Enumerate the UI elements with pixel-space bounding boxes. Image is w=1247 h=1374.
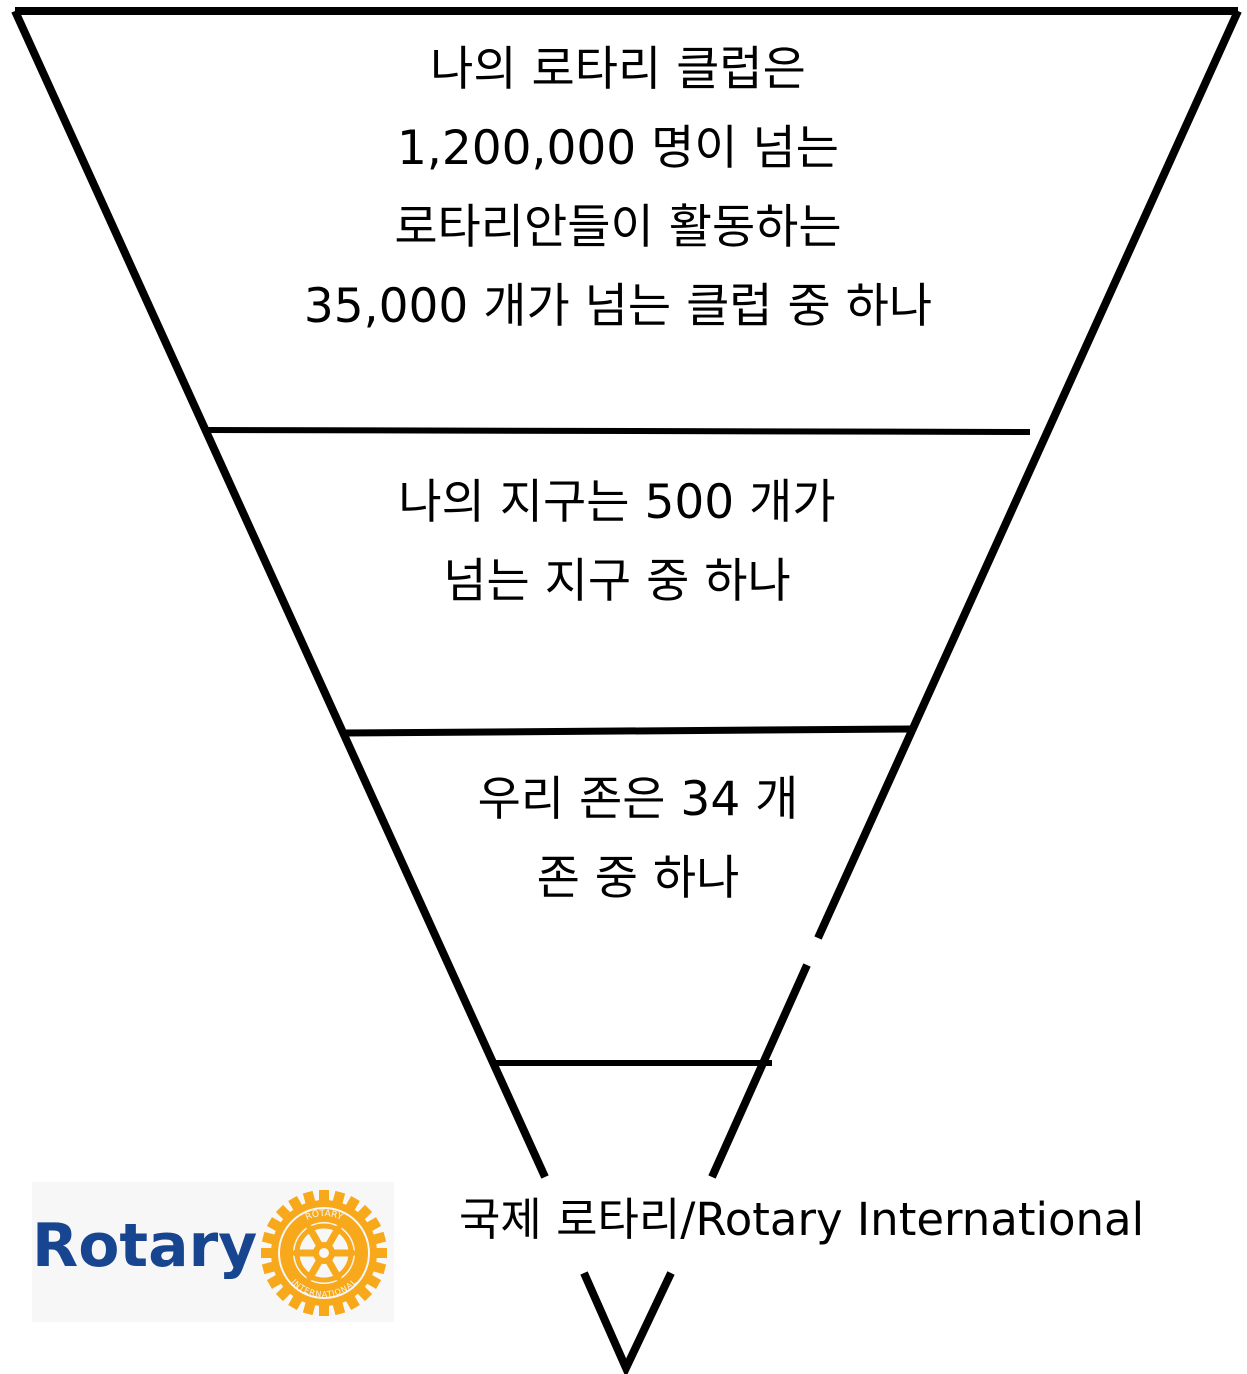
funnel-tip [580,1271,675,1374]
tier-club-line-1: 나의 로타리 클럽은 [430,42,806,97]
wheel-tooth [319,1190,329,1204]
tier-zone-line-1: 우리 존은 34 개 [477,772,799,827]
tier-district-line-2: 넘는 지구 중 하나 [443,554,791,609]
wheel-spoke [306,1225,323,1248]
rotary-logo: Rotary ROTARY INTERNATIONAL [32,1182,394,1322]
wheel-spoke [325,1225,342,1248]
tier-club-line-4: 35,000 개가 넘는 클럽 중 하나 [303,279,933,334]
wheel-spoke [306,1258,323,1281]
funnel-left-edge [11,9,549,1179]
wheel-top-text: ROTARY [304,1209,344,1223]
tier-district-line-1: 나의 지구는 500 개가 [398,475,836,530]
wheel-tooth [319,1302,329,1316]
rotary-logo-word: Rotary [32,1211,258,1281]
wheel-spoke [325,1258,342,1281]
divider-line-1 [204,427,1031,435]
tier-zone-line-2: 존 중 하나 [536,851,740,906]
funnel-right-edge-lower [708,963,811,1179]
tier-club-text: 나의 로타리 클럽은 1,200,000 명이 넘는 로타리안들이 활동하는 3… [304,30,932,346]
rotary-international-label: 국제 로타리/Rotary International [455,1190,1149,1250]
tier-zone-text: 우리 존은 34 개 존 중 하나 [478,760,799,918]
tier-club-line-2: 1,200,000 명이 넘는 [396,121,840,176]
tier-district-text: 나의 지구는 500 개가 넘는 지구 중 하나 [398,463,835,621]
funnel-right-edge-upper [814,9,1242,940]
rotary-wheel-icon: ROTARY INTERNATIONAL [261,1190,387,1316]
svg-text:ROTARY: ROTARY [304,1209,344,1223]
tier-club-line-3: 로타리안들이 활동하는 [394,200,842,255]
divider-line-2 [343,725,911,737]
